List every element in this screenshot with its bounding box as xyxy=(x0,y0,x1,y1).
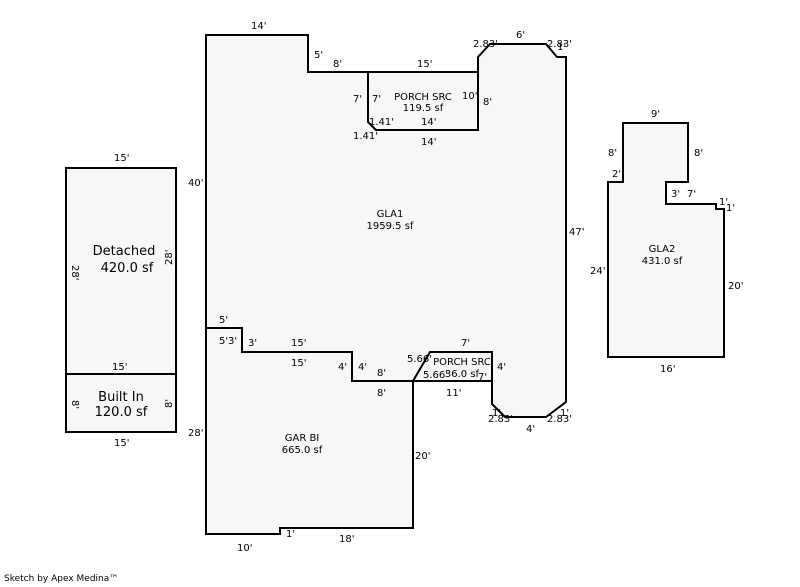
gla1-area: 1959.5 sf xyxy=(367,221,414,232)
dim-label: 18' xyxy=(339,534,354,545)
dim-label: 3' xyxy=(248,338,257,349)
detached-outline xyxy=(65,167,177,375)
porch-top-area: 119.5 sf xyxy=(403,103,444,114)
dim-label: 28' xyxy=(164,250,175,265)
detached-area: 420.0 sf xyxy=(101,261,154,276)
dim-label: 7' xyxy=(372,94,381,105)
dim-label: 8' xyxy=(483,97,492,108)
dim-label: 16' xyxy=(660,364,675,375)
dim-label: 7' xyxy=(353,94,362,105)
builtin-outline xyxy=(65,373,177,433)
gla1-outline xyxy=(205,34,567,535)
dim-label: 28' xyxy=(188,428,203,439)
dim-label: 15' xyxy=(114,438,129,449)
dim-label: 14' xyxy=(251,21,266,32)
porch-bottom-name: PORCH SRC xyxy=(433,357,491,368)
dim-label: 3' xyxy=(671,189,680,200)
gar-area: 665.0 sf xyxy=(282,445,323,456)
dim-label: 2' xyxy=(612,169,621,180)
dim-label: 8' xyxy=(164,399,175,408)
porch-bottom-area: 36.0 sf xyxy=(445,369,480,380)
dim-label: 4' xyxy=(338,362,347,373)
gar-name: GAR BI xyxy=(285,433,320,444)
dim-label: 5.66' xyxy=(423,370,448,381)
dim-label: 5.66' xyxy=(407,354,432,365)
dim-label: 2.83' xyxy=(488,414,513,425)
dim-label: 15' xyxy=(291,358,306,369)
porch-top-outline xyxy=(367,71,479,131)
dim-label: 1' xyxy=(286,529,295,540)
dim-label: 8' xyxy=(333,59,342,70)
dim-label: 47' xyxy=(569,227,584,238)
dim-label: 1' xyxy=(719,197,728,208)
dim-label: 1' xyxy=(492,408,501,419)
dim-label: 8' xyxy=(694,148,703,159)
dim-label: 24' xyxy=(590,266,605,277)
detached-name: Detached xyxy=(93,244,156,259)
dim-label: 8' xyxy=(377,368,386,379)
dim-label: 5' xyxy=(219,315,228,326)
dim-label: 7' xyxy=(478,372,487,383)
dim-label: 6' xyxy=(516,30,525,41)
builtin-name: Built In xyxy=(98,390,144,405)
dim-label: 14' xyxy=(421,137,436,148)
dim-label: 5' xyxy=(219,336,228,347)
dim-label: 8' xyxy=(608,148,617,159)
dim-label: 1.41' xyxy=(369,117,394,128)
dim-label: 20' xyxy=(415,451,430,462)
gla2-name: GLA2 xyxy=(649,244,676,255)
dim-label: 5' xyxy=(314,50,323,61)
dim-label: 4' xyxy=(526,424,535,435)
dim-label: 15' xyxy=(114,153,129,164)
dim-label: 7' xyxy=(687,189,696,200)
dim-label: 15' xyxy=(112,362,127,373)
dim-label: 40' xyxy=(188,178,203,189)
dim-label: 15' xyxy=(291,338,306,349)
dim-label: 1' xyxy=(557,42,566,53)
dim-label: 14' xyxy=(421,117,436,128)
porch-bottom-outline xyxy=(411,351,493,382)
dim-label: 15' xyxy=(417,59,432,70)
gla2-area: 431.0 sf xyxy=(642,256,683,267)
dim-label: 7' xyxy=(461,338,470,349)
dim-label: 2.83' xyxy=(547,39,572,50)
garage-division-line xyxy=(206,327,413,382)
sketch-credit: Sketch by Apex Medina™ xyxy=(4,574,119,584)
dim-label: 1' xyxy=(560,408,569,419)
porch-top-name: PORCH SRC xyxy=(394,92,452,103)
dim-label: 4' xyxy=(497,362,506,373)
dim-label: 11' xyxy=(446,388,461,399)
dim-label: 10' xyxy=(462,91,477,102)
dim-label: 2.83' xyxy=(547,414,572,425)
dim-label: 8' xyxy=(377,388,386,399)
dim-label: 8' xyxy=(69,400,80,409)
gla1-name: GLA1 xyxy=(377,209,404,220)
dim-label: 3' xyxy=(228,336,237,347)
gla2-outline xyxy=(607,122,725,358)
dim-label: 1.41' xyxy=(353,131,378,142)
dim-label: 28' xyxy=(69,265,80,280)
dim-label: 4' xyxy=(358,362,367,373)
dim-label: 9' xyxy=(651,109,660,120)
dim-label: 1' xyxy=(726,203,735,214)
dim-label: 10' xyxy=(237,543,252,554)
builtin-area: 120.0 sf xyxy=(95,405,148,420)
dim-label: 2.83' xyxy=(473,39,498,50)
dim-label: 20' xyxy=(728,281,743,292)
